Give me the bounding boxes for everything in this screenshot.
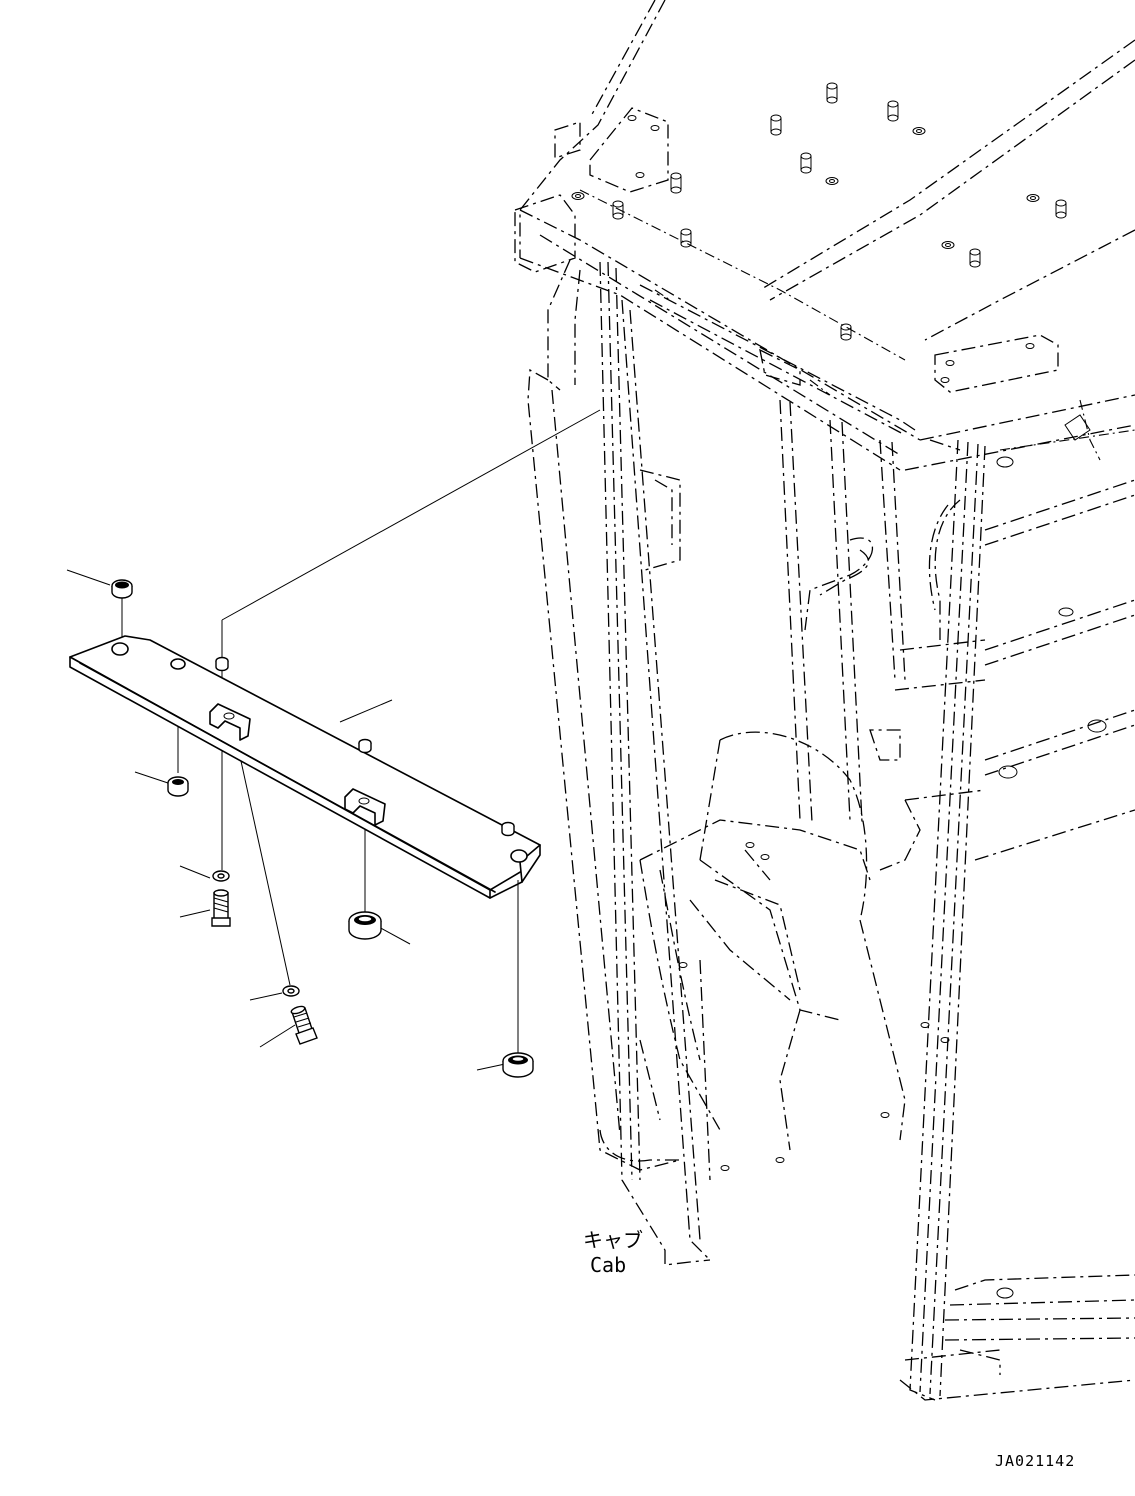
roof-fasteners [571,82,1067,383]
drawing-code: JA021142 [995,1452,1076,1470]
cab-left-pillar [527,259,711,1266]
washer-2 [282,985,300,997]
cab-right-pillar [899,439,1135,1401]
cab-side-rails [894,399,1135,1299]
cab-front-header [639,284,916,436]
cab-mount-bracket [639,731,950,1181]
cab-label-english: Cab [590,1253,627,1277]
cab-label-japanese: キャブ [583,1228,643,1252]
cab-roof [514,0,1135,471]
channel-plate [69,635,541,899]
grommet-left [167,776,189,797]
cab-center-pillars [779,399,921,871]
bolt-2 [290,1005,318,1045]
grommet-center [348,911,382,940]
bolt-1 [211,889,231,927]
grommet-top [111,579,133,599]
grommet-right [502,1052,534,1078]
washer-1 [212,870,230,882]
